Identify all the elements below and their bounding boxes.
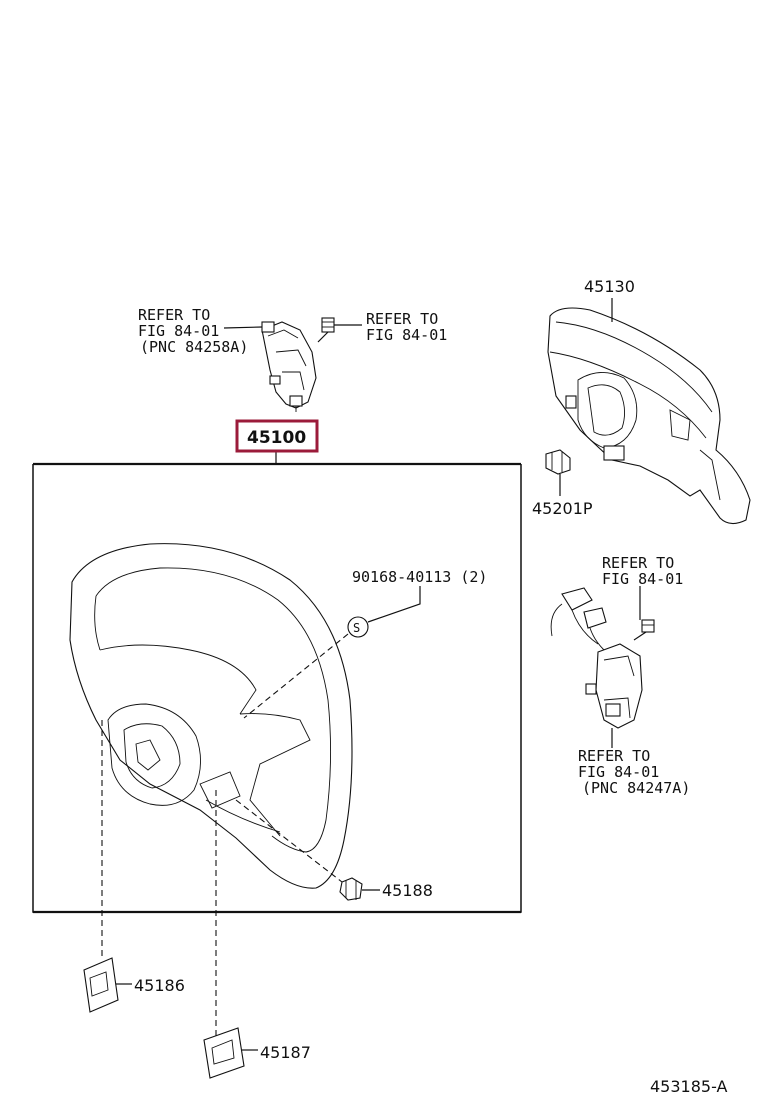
bolt-45188[interactable] [339,877,363,901]
ref-top-mid-label: REFER TO FIG 84-01 [366,310,447,344]
ref-right-lower-label: REFER TO FIG 84-01 (PNC 84247A) [578,747,690,797]
ref-right-upper-line2: FIG 84-01 [602,570,683,588]
dash-screw-to-wheel [243,633,349,719]
ref-top-mid-line1: REFER TO [366,310,438,328]
part-label-45188[interactable]: 45188 [382,881,433,900]
highlight-box-45100 [235,419,319,453]
ref-top-left-label: REFER TO FIG 84-01 (PNC 84258A) [138,306,248,356]
part-label-45186[interactable]: 45186 [134,976,185,995]
ref-top-mid-line2: FIG 84-01 [366,326,447,344]
screw-top-mid[interactable] [317,317,335,343]
part-label-45201P[interactable]: 45201P [532,499,593,518]
diagram-id: 453185-A [650,1077,728,1096]
ref-top-left-line1: REFER TO [138,306,210,324]
ref-right-lower-line1: REFER TO [578,747,650,765]
leader-ref-top-left [223,326,263,329]
switch-assembly-left[interactable] [261,321,317,412]
ref-right-lower-line3: (PNC 84247A) [582,779,690,797]
cover-45187[interactable] [203,1027,245,1079]
ref-top-left-line2: FIG 84-01 [138,322,219,340]
leader-90168 [367,586,421,623]
ref-right-upper-line1: REFER TO [602,554,674,572]
cover-45186[interactable] [83,957,119,1013]
part-label-45187[interactable]: 45187 [260,1043,311,1062]
screw-symbol-letter: S [353,621,360,635]
ref-top-left-line3: (PNC 84258A) [140,338,248,356]
screw-symbol [347,616,369,638]
ref-right-upper-label: REFER TO FIG 84-01 [602,554,683,588]
part-label-45100[interactable]: 45100 [247,428,306,448]
steering-wheel[interactable] [69,543,353,889]
dash-bolt-to-wheel [235,799,343,883]
switch-assembly-right[interactable] [550,587,643,729]
nut-45201P[interactable] [545,449,571,475]
airbag-45130[interactable] [547,307,751,525]
screw-right[interactable] [633,619,655,641]
ref-right-lower-line2: FIG 84-01 [578,763,659,781]
part-label-90168[interactable]: 90168-40113 (2) [352,568,487,586]
part-label-45130[interactable]: 45130 [584,277,635,296]
